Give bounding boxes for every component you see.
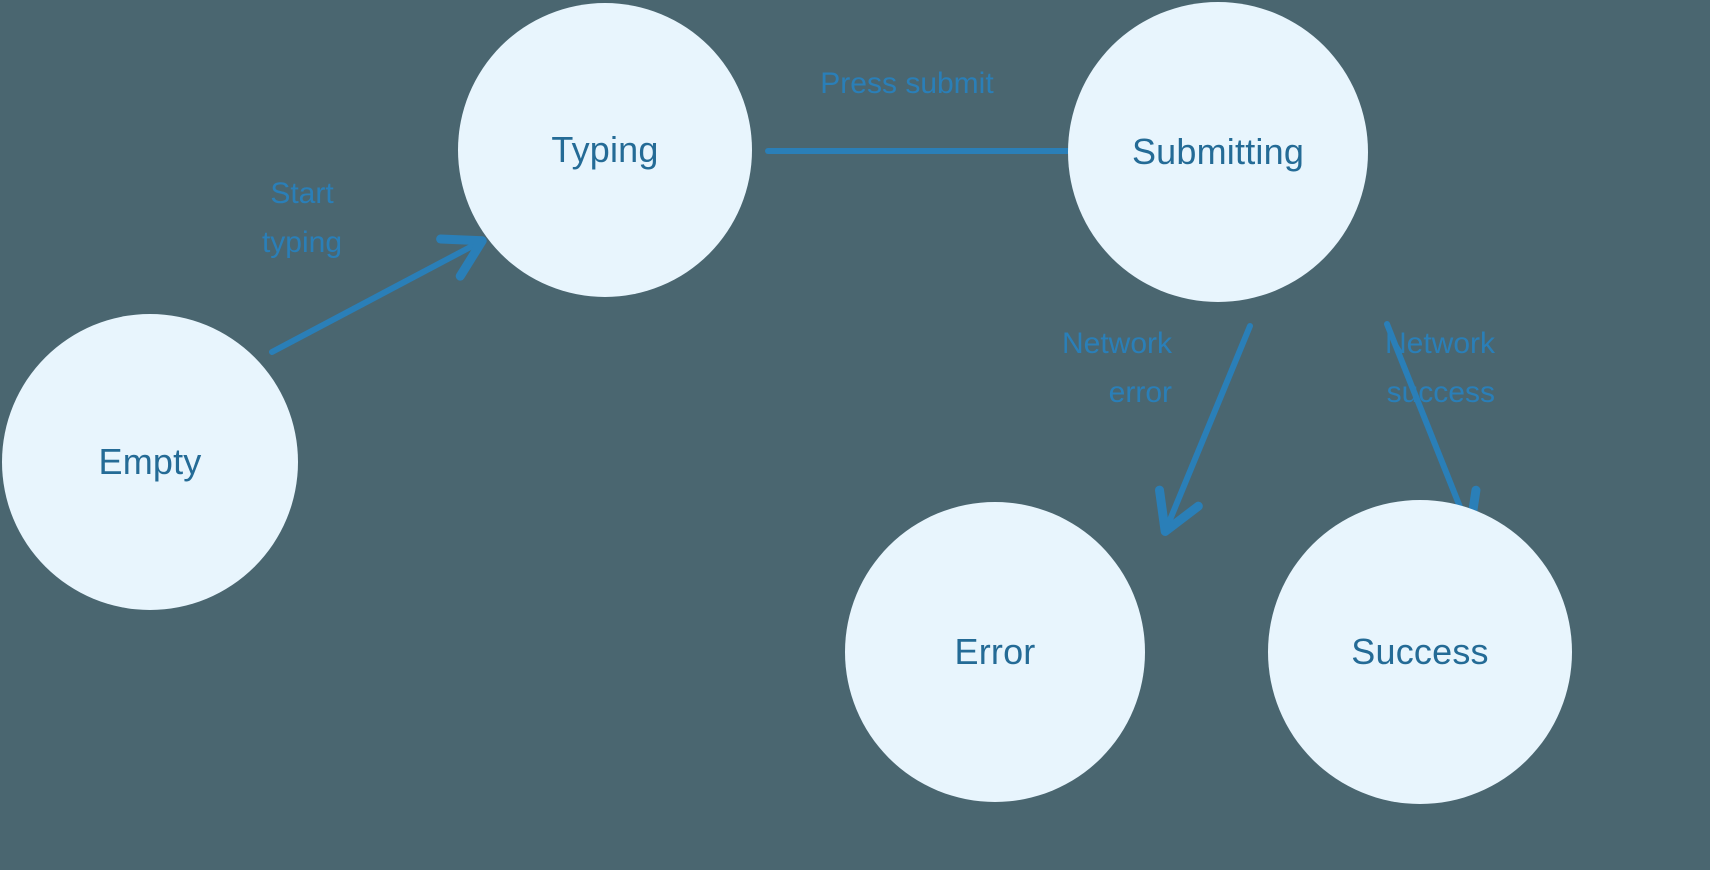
state-node-error-label: Error xyxy=(954,631,1036,673)
state-node-empty[interactable]: Empty xyxy=(2,314,298,610)
edge-line-submitting-to-error xyxy=(1154,323,1253,536)
edge-label-submitting-to-success: Network success xyxy=(1384,327,1495,409)
state-node-success[interactable]: Success xyxy=(1268,500,1572,804)
edge-label-empty-to-typing: Start typing xyxy=(261,177,343,259)
state-node-submitting-label: Submitting xyxy=(1131,131,1305,173)
edge-label-submitting-to-error: Network error xyxy=(1061,327,1172,409)
edge-label-typing-to-submitting: Press submit xyxy=(820,67,994,100)
state-node-typing-label: Typing xyxy=(551,129,659,171)
state-node-empty-label: Empty xyxy=(98,441,202,483)
state-node-error[interactable]: Error xyxy=(845,502,1145,802)
state-node-submitting[interactable]: Submitting xyxy=(1068,2,1368,302)
state-node-typing[interactable]: Typing xyxy=(458,3,752,297)
edge-line-submitting-to-success xyxy=(1384,321,1481,536)
edge-line-empty-to-typing xyxy=(269,234,487,355)
state-node-success-label: Success xyxy=(1351,631,1489,673)
